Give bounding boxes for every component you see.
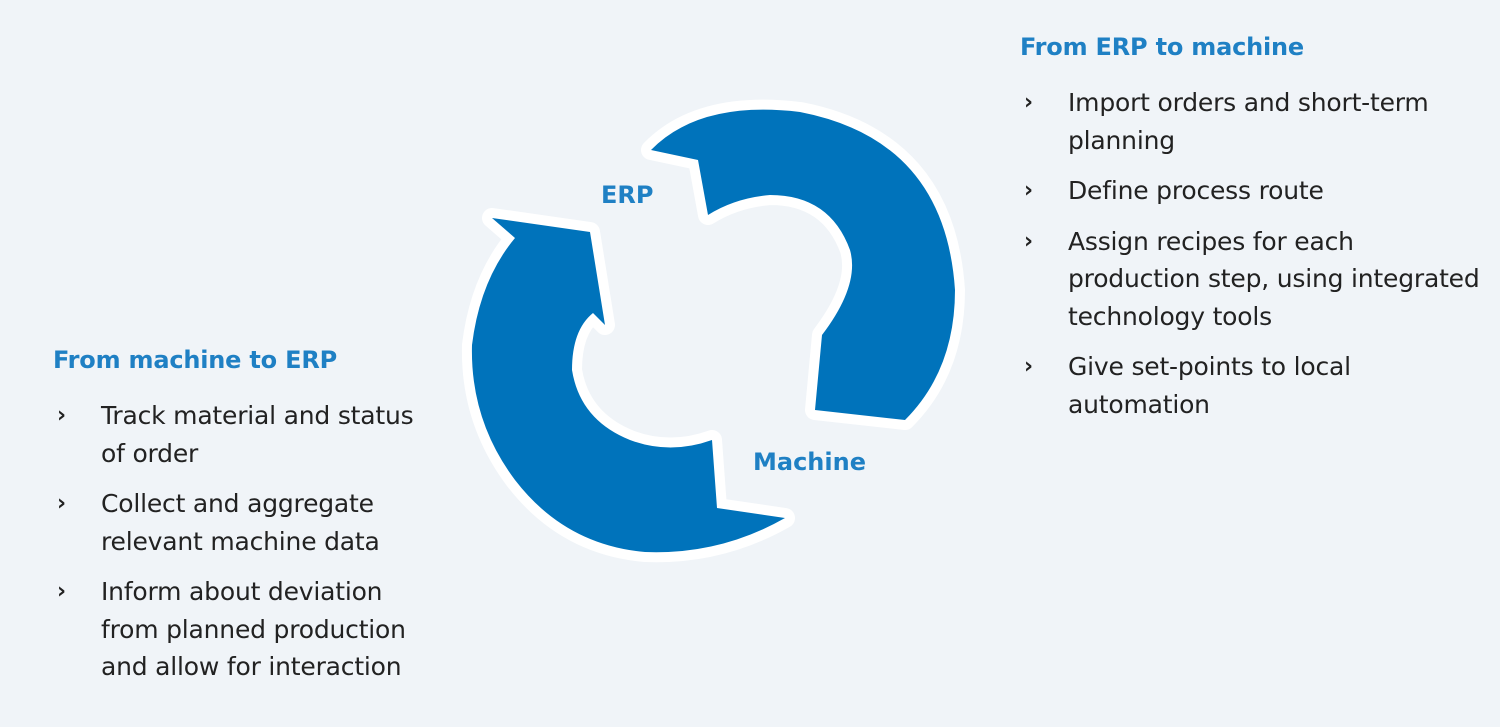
list-item: › Import orders and short-term planning: [1020, 84, 1490, 159]
bullet-list: › Track material and status of order › C…: [53, 397, 443, 686]
panel-machine-to-erp: From machine to ERP › Track material and…: [53, 346, 443, 699]
chevron-right-icon: ›: [1024, 228, 1033, 254]
list-item-text: Inform about deviation from planned prod…: [101, 577, 406, 681]
list-item: › Inform about deviation from planned pr…: [53, 573, 443, 686]
panel-erp-to-machine: From ERP to machine › Import orders and …: [1020, 33, 1490, 436]
list-item: › Give set-points to local automation: [1020, 348, 1490, 423]
chevron-right-icon: ›: [1024, 178, 1033, 203]
chevron-right-icon: ›: [57, 403, 66, 428]
node-label-erp: ERP: [601, 181, 653, 209]
chevron-right-icon: ›: [1024, 354, 1033, 379]
cycle-diagram: ERP Machine: [461, 99, 965, 563]
chevron-right-icon: ›: [1024, 90, 1033, 115]
list-item-text: Import orders and short-term planning: [1068, 88, 1429, 155]
list-item: › Define process route: [1020, 172, 1490, 210]
bullet-list: › Import orders and short-term planning …: [1020, 84, 1490, 423]
arrow-machine-to-erp: [471, 218, 785, 553]
node-label-machine: Machine: [753, 448, 866, 476]
list-item: › Collect and aggregate relevant machine…: [53, 485, 443, 560]
list-item: › Assign recipes for each production ste…: [1020, 223, 1490, 336]
list-item-text: Define process route: [1068, 176, 1324, 205]
chevron-right-icon: ›: [57, 579, 66, 604]
list-item-text: Collect and aggregate relevant machine d…: [101, 489, 380, 556]
list-item-text: Assign recipes for each production step,…: [1068, 226, 1480, 331]
panel-title: From machine to ERP: [53, 346, 337, 374]
list-item: › Track material and status of order: [53, 397, 443, 472]
arrow-erp-to-machine: [651, 109, 955, 420]
list-item-text: Track material and status of order: [101, 401, 414, 468]
list-item-text: Give set-points to local automation: [1068, 352, 1351, 419]
panel-title: From ERP to machine: [1020, 33, 1304, 61]
chevron-right-icon: ›: [57, 491, 66, 516]
